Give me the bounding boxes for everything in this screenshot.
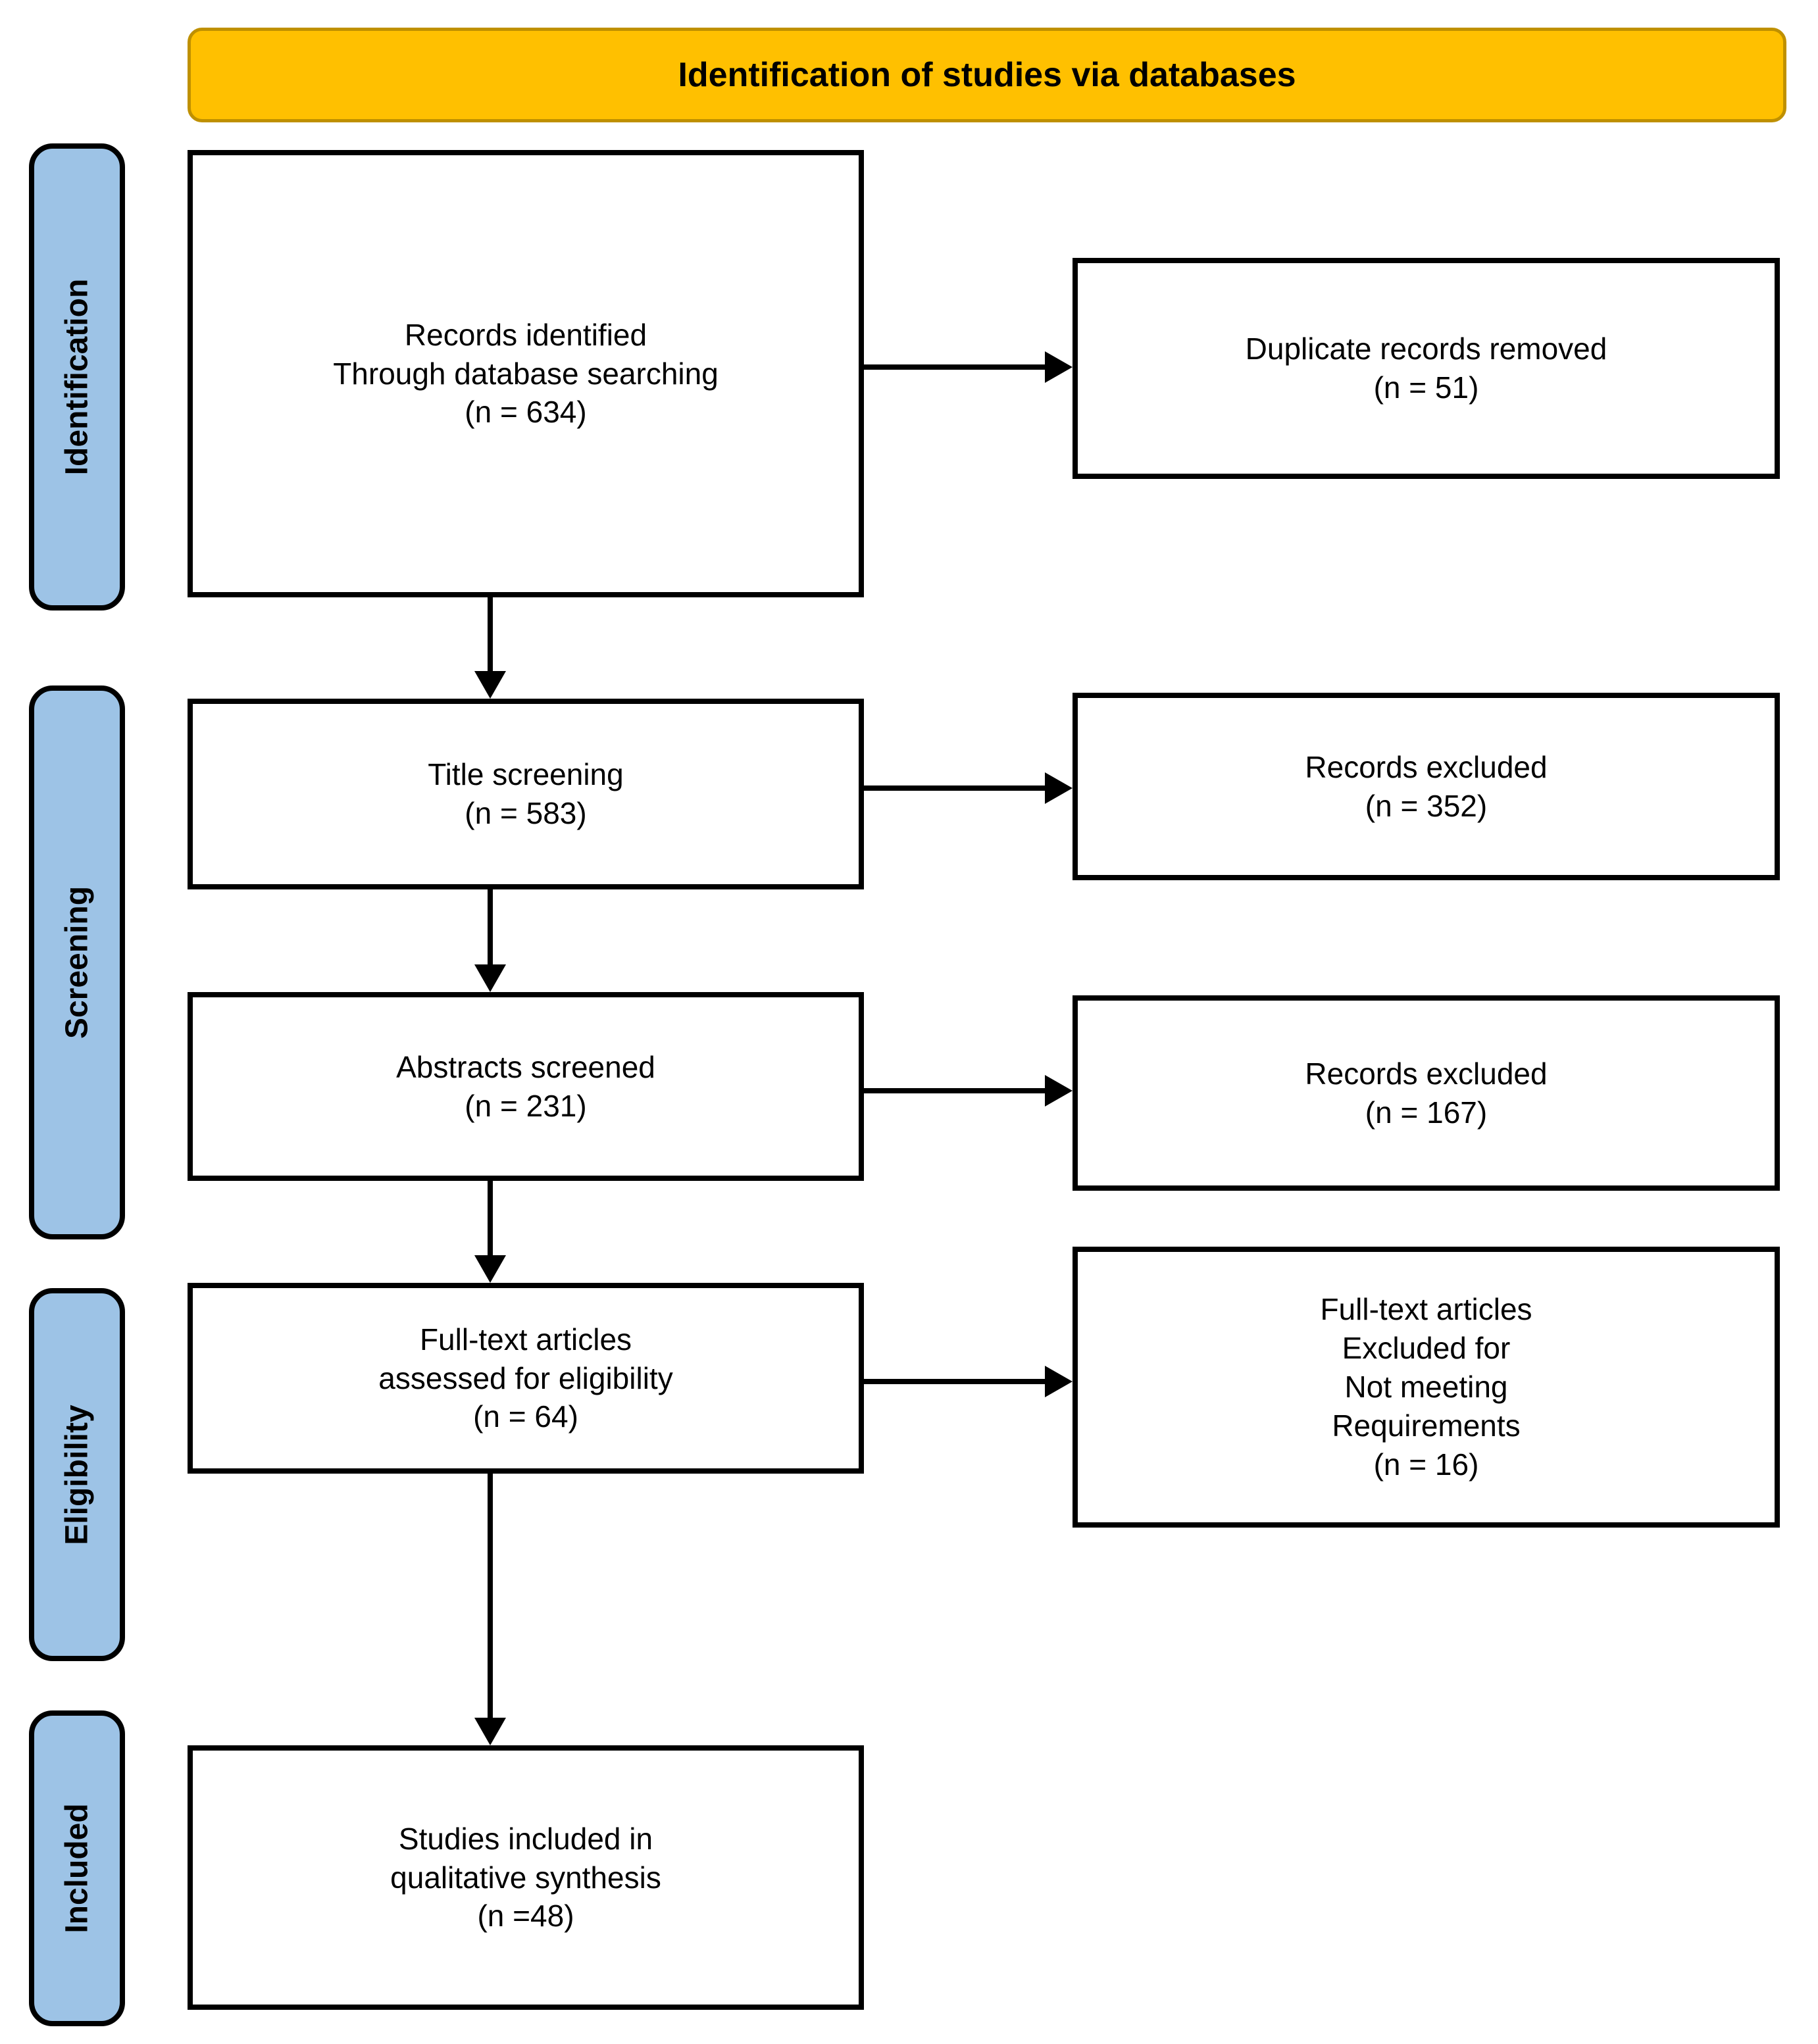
- arrow-line: [864, 364, 1046, 370]
- box-fulltext-assessed-line: Full-text articles: [419, 1322, 632, 1357]
- box-duplicate-records-removed-count: (n = 51): [1373, 370, 1479, 405]
- box-fulltext-excluded-line: Full-text articles: [1320, 1292, 1532, 1327]
- header-title: Identification of studies via databases: [678, 56, 1296, 94]
- arrow-line: [488, 1474, 493, 1720]
- box-abstracts-screened-line: Abstracts screened: [396, 1049, 655, 1084]
- box-studies-included-line: qualitative synthesis: [390, 1860, 661, 1895]
- box-studies-included: Studies included in qualitative synthesi…: [188, 1745, 864, 2010]
- box-records-excluded-abstract-count: (n = 167): [1365, 1095, 1488, 1130]
- box-abstracts-screened: Abstracts screened (n = 231): [188, 992, 864, 1181]
- arrowhead-down-icon: [474, 1718, 506, 1745]
- arrow-line: [864, 1379, 1046, 1384]
- stage-screening: Screening: [29, 685, 125, 1239]
- box-records-identified-line: Through database searching: [333, 356, 719, 391]
- stage-included-label: Included: [59, 1803, 95, 1933]
- arrow-line: [488, 1181, 493, 1258]
- box-records-excluded-title-count: (n = 352): [1365, 788, 1488, 823]
- box-records-excluded-abstract-line: Records excluded: [1305, 1056, 1548, 1091]
- stage-eligibility-label: Eligibility: [59, 1404, 95, 1545]
- box-fulltext-excluded-line: Not meeting: [1344, 1370, 1508, 1405]
- box-title-screening: Title screening (n = 583): [188, 699, 864, 889]
- arrow-line: [864, 1088, 1046, 1093]
- box-studies-included-count: (n =48): [477, 1899, 574, 1933]
- box-fulltext-excluded: Full-text articles Excluded for Not meet…: [1073, 1247, 1780, 1528]
- arrowhead-right-icon: [1045, 772, 1073, 804]
- arrow-line: [488, 889, 493, 967]
- box-fulltext-assessed-line: assessed for eligibility: [378, 1360, 673, 1395]
- arrowhead-right-icon: [1045, 351, 1073, 383]
- box-duplicate-records-removed: Duplicate records removed (n = 51): [1073, 258, 1780, 479]
- box-records-excluded-title: Records excluded (n = 352): [1073, 693, 1780, 880]
- arrow-line: [488, 597, 493, 674]
- box-title-screening-line: Title screening: [428, 757, 624, 792]
- box-fulltext-assessed-count: (n = 64): [473, 1399, 578, 1434]
- box-duplicate-records-removed-line: Duplicate records removed: [1245, 332, 1607, 366]
- box-abstracts-screened-count: (n = 231): [465, 1088, 587, 1123]
- stage-screening-label: Screening: [59, 885, 95, 1039]
- arrowhead-down-icon: [474, 671, 506, 699]
- box-records-excluded-abstract: Records excluded (n = 167): [1073, 995, 1780, 1191]
- box-title-screening-count: (n = 583): [465, 796, 587, 830]
- stage-eligibility: Eligibility: [29, 1288, 125, 1661]
- header-banner: Identification of studies via databases: [188, 28, 1786, 122]
- box-fulltext-excluded-count: (n = 16): [1373, 1447, 1479, 1482]
- arrowhead-down-icon: [474, 964, 506, 992]
- box-fulltext-excluded-line: Requirements: [1332, 1408, 1521, 1443]
- box-records-identified: Records identified Through database sear…: [188, 150, 864, 597]
- arrowhead-down-icon: [474, 1255, 506, 1283]
- stage-identification: Identification: [29, 143, 125, 611]
- box-fulltext-excluded-line: Excluded for: [1342, 1331, 1511, 1366]
- arrow-line: [864, 785, 1046, 791]
- box-records-excluded-title-line: Records excluded: [1305, 749, 1548, 784]
- stage-included: Included: [29, 1710, 125, 2026]
- box-records-identified-line: Records identified: [404, 317, 647, 352]
- box-studies-included-line: Studies included in: [398, 1821, 653, 1856]
- arrowhead-right-icon: [1045, 1075, 1073, 1107]
- stage-identification-label: Identification: [59, 278, 95, 476]
- box-records-identified-count: (n = 634): [465, 395, 587, 430]
- arrowhead-right-icon: [1045, 1366, 1073, 1397]
- box-fulltext-assessed: Full-text articles assessed for eligibil…: [188, 1283, 864, 1474]
